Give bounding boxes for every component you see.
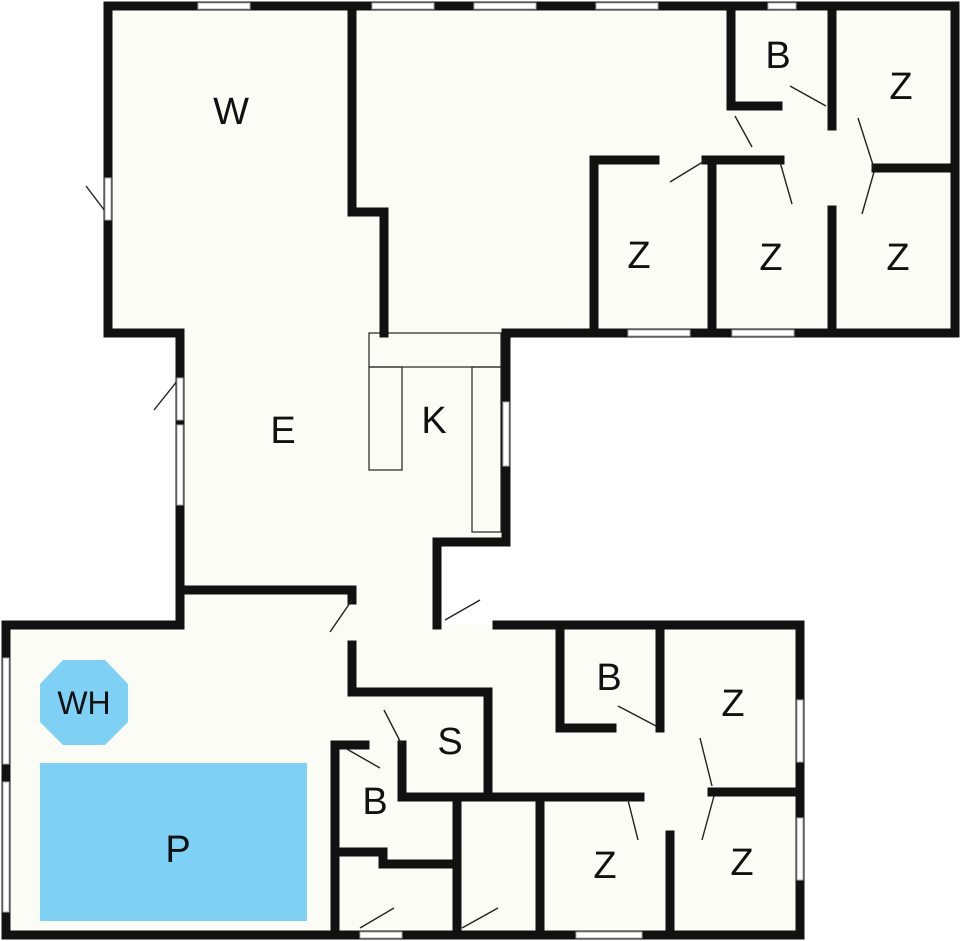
window-left-3 xyxy=(176,424,184,506)
door-bed-row-2 xyxy=(779,161,793,205)
pool xyxy=(40,763,307,921)
counter-top xyxy=(368,332,502,368)
window-left-1 xyxy=(104,177,112,221)
door-bath-low xyxy=(344,747,381,769)
room-label-k: K xyxy=(421,400,446,442)
window-bottom-2 xyxy=(575,931,643,939)
window-bed-low-1 xyxy=(627,329,691,337)
door-bed-right-low xyxy=(861,171,875,215)
wall-living-divider xyxy=(347,1,389,338)
room-label-z-top-right: Z xyxy=(889,66,912,108)
window-top-4 xyxy=(595,2,659,10)
room-label-p: P xyxy=(165,829,190,871)
room-label-b-low: B xyxy=(362,781,387,823)
wall-bath-top xyxy=(726,1,783,111)
room-label-z-mid: Z xyxy=(721,683,744,725)
window-left-2 xyxy=(176,377,184,421)
room-label-b-mid: B xyxy=(596,657,621,699)
wall-bedrooms-top xyxy=(589,155,660,338)
counter-left xyxy=(368,366,403,471)
room-label-z-low-2: Z xyxy=(730,842,753,884)
window-pool-2 xyxy=(2,781,10,913)
door-bath-top-2 xyxy=(734,115,753,148)
room-label-b-top: B xyxy=(765,35,790,77)
window-top-3 xyxy=(473,2,537,10)
door-shower xyxy=(383,709,403,746)
wall-corridor-top xyxy=(181,585,357,605)
window-kitchen xyxy=(502,401,510,467)
wall-shower xyxy=(347,640,493,800)
window-bed-low-2 xyxy=(731,329,795,337)
door-storage-1 xyxy=(359,907,395,929)
room-labels: W E K S WH P B B B Z Z Z Z Z Z Z xyxy=(57,35,912,887)
doors xyxy=(85,85,875,929)
door-bed-low-2 xyxy=(701,795,715,841)
door-lower-wing xyxy=(444,599,481,621)
window-right-1 xyxy=(796,699,804,763)
room-label-s: S xyxy=(437,721,462,763)
window-right-2 xyxy=(796,817,804,881)
room-label-w: W xyxy=(213,91,249,133)
window-top-5 xyxy=(767,2,797,10)
room-label-wh: WH xyxy=(57,685,110,721)
door-bed-low-1 xyxy=(627,799,639,841)
windows xyxy=(2,2,804,939)
wall-bath-low xyxy=(330,740,370,940)
room-label-z-row-2: Z xyxy=(759,237,782,279)
door-entry-side xyxy=(153,379,179,411)
door-bed-mid xyxy=(699,737,713,787)
window-bottom-1 xyxy=(359,931,403,939)
floor-polygon xyxy=(6,6,955,935)
window-pool-1 xyxy=(2,657,10,765)
interior-walls xyxy=(181,1,960,940)
window-top-1 xyxy=(197,2,251,10)
wall-bath-mid xyxy=(555,620,617,733)
door-storage-2 xyxy=(461,907,499,929)
wall-bath-step xyxy=(330,847,455,869)
door-pool-room xyxy=(329,599,353,633)
room-label-e: E xyxy=(270,410,295,452)
door-bath-mid xyxy=(617,705,657,727)
door-bath-top xyxy=(789,85,827,107)
door-bed-row-1 xyxy=(669,159,707,183)
window-top-2 xyxy=(371,2,435,10)
room-label-z-row-1: Z xyxy=(627,235,650,277)
counter-right xyxy=(471,366,502,533)
floor-area xyxy=(6,6,955,935)
door-bed-right-top xyxy=(857,117,875,169)
door-entry-top xyxy=(85,185,109,216)
room-label-z-row-3: Z xyxy=(886,237,909,279)
hot-tub xyxy=(40,660,128,745)
room-label-z-low-1: Z xyxy=(593,845,616,887)
kitchen-counters xyxy=(368,332,502,533)
